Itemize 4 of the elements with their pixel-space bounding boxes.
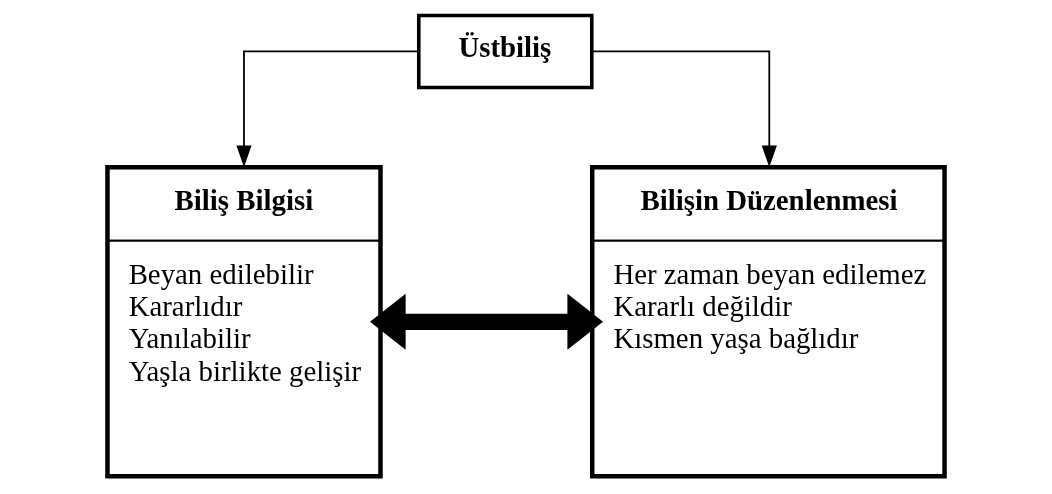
arrow <box>591 50 777 168</box>
arrow <box>236 50 420 168</box>
arrow <box>370 293 604 350</box>
node-box: Üstbiliş <box>416 13 594 90</box>
